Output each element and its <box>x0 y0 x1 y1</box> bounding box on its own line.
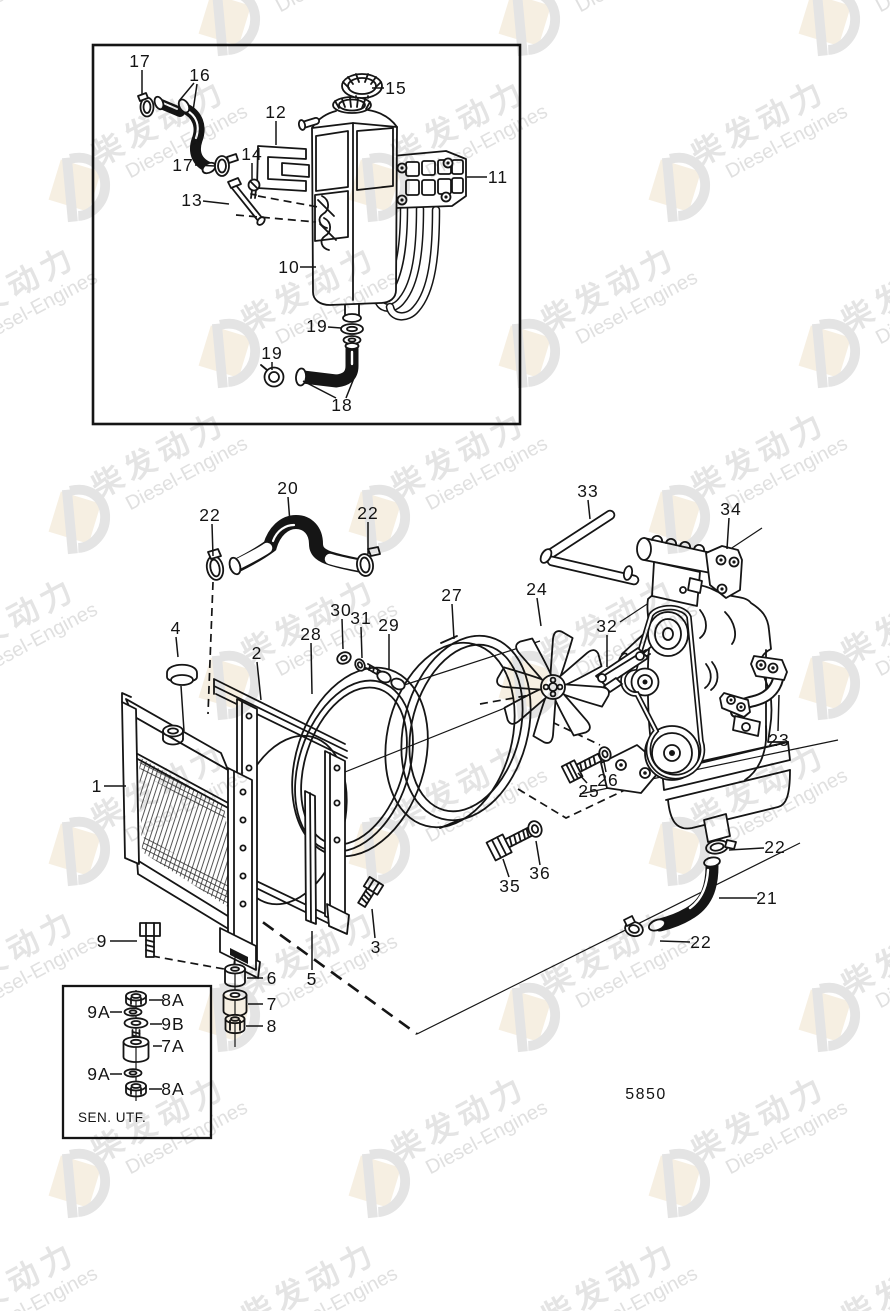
lower-hose <box>647 856 721 932</box>
callout-5: 5 <box>307 969 318 989</box>
washer <box>123 1007 143 1017</box>
callout-23: 23 <box>768 730 789 750</box>
upper-hose <box>228 514 369 576</box>
callout-16: 16 <box>189 65 210 85</box>
callout-14: 14 <box>241 144 262 164</box>
callout-34: 34 <box>720 499 741 519</box>
bushing-stud <box>122 1029 150 1063</box>
elbow-hose <box>295 342 360 388</box>
callout-2: 2 <box>252 643 263 663</box>
callout-3: 3 <box>371 937 382 957</box>
radiator-neck <box>162 724 184 738</box>
callout-21: 21 <box>756 888 777 908</box>
callout-19: 19 <box>261 343 282 363</box>
callout-36: 36 <box>529 863 550 883</box>
callout-26: 26 <box>597 770 618 790</box>
callout-8A: 8A <box>161 990 184 1010</box>
bolt <box>485 826 534 862</box>
hose-clamp <box>205 548 225 581</box>
callout-11: 11 <box>488 167 508 187</box>
callout-35: 35 <box>499 876 520 896</box>
hose-clamp <box>623 915 644 938</box>
callout-9A: 9A <box>87 1064 110 1084</box>
bolt <box>560 752 603 784</box>
main-diagram <box>121 509 839 1047</box>
callout-17: 17 <box>129 51 150 71</box>
idler-pulley <box>630 667 660 697</box>
callout-31: 31 <box>350 608 371 628</box>
cooling-fan <box>496 630 610 744</box>
callout-25: 25 <box>578 781 599 801</box>
bolt <box>357 875 385 908</box>
washer <box>123 1017 149 1029</box>
figure-number: 5850 <box>625 1086 667 1103</box>
clamp-band <box>291 666 429 858</box>
callout-24: 24 <box>526 579 547 599</box>
nut <box>125 990 147 1008</box>
callout-9: 9 <box>97 931 108 951</box>
callout-6: 6 <box>267 968 278 988</box>
expansion-tank <box>297 96 398 323</box>
washer-stack <box>340 323 364 345</box>
callout-19: 19 <box>306 316 327 336</box>
inset-note: SEN. UTF. <box>78 1110 146 1125</box>
mounting-bracket <box>679 545 743 599</box>
nut <box>125 1080 147 1098</box>
callout-4: 4 <box>171 618 182 638</box>
mounting-bushings <box>222 956 248 1047</box>
radiator-core <box>139 757 239 914</box>
water-pipe <box>539 509 640 586</box>
bolt <box>139 922 161 958</box>
fan-shroud-ring <box>384 634 532 829</box>
callout-15: 15 <box>385 78 406 98</box>
callout-8: 8 <box>267 1016 278 1036</box>
callout-10: 10 <box>278 257 299 277</box>
callout-20: 20 <box>277 478 298 498</box>
callout-28: 28 <box>300 624 321 644</box>
crankshaft-pulley <box>644 725 700 781</box>
callout-12: 12 <box>265 102 286 122</box>
support-bracket <box>719 655 788 737</box>
hose-clamp <box>705 839 737 855</box>
callout-13: 13 <box>181 190 202 210</box>
callout-32: 32 <box>596 616 617 636</box>
callout-29: 29 <box>378 615 399 635</box>
callout-22: 22 <box>764 837 785 857</box>
hose-clamp <box>260 364 285 388</box>
tank-cap <box>341 73 383 99</box>
radiator-cap <box>166 663 198 686</box>
callout-9A: 9A <box>87 1002 110 1022</box>
nut <box>527 820 543 838</box>
callout-22: 22 <box>690 932 711 952</box>
sealing-ring <box>294 679 414 853</box>
callout-17: 17 <box>172 155 193 175</box>
callout-7: 7 <box>267 994 278 1014</box>
assembly-dashes <box>235 195 319 223</box>
hose-clamp <box>137 92 155 118</box>
tank-clamp-bracket <box>256 145 310 192</box>
outlet-stub <box>703 813 731 843</box>
callout-9B: 9B <box>161 1014 184 1034</box>
callout-22: 22 <box>199 505 220 525</box>
radiator <box>121 692 257 971</box>
top-inset-diagram <box>91 43 522 426</box>
callout-18: 18 <box>331 395 352 415</box>
tensioner-arm <box>595 647 651 693</box>
side-strip <box>304 790 317 925</box>
callout-27: 27 <box>441 585 462 605</box>
callout-22: 22 <box>357 503 378 523</box>
clamp-screw <box>336 651 406 691</box>
drive-belt <box>620 604 706 780</box>
callout-8A: 8A <box>161 1079 184 1099</box>
sen-utf-inset: SEN. UTF. <box>61 984 213 1140</box>
callout-7A: 7A <box>161 1036 184 1056</box>
screw <box>247 178 261 199</box>
washer <box>123 1068 143 1078</box>
callout-30: 30 <box>330 600 351 620</box>
vent-hose <box>153 95 217 175</box>
callout-1: 1 <box>92 776 103 796</box>
callout-33: 33 <box>577 481 598 501</box>
washer <box>598 746 612 762</box>
